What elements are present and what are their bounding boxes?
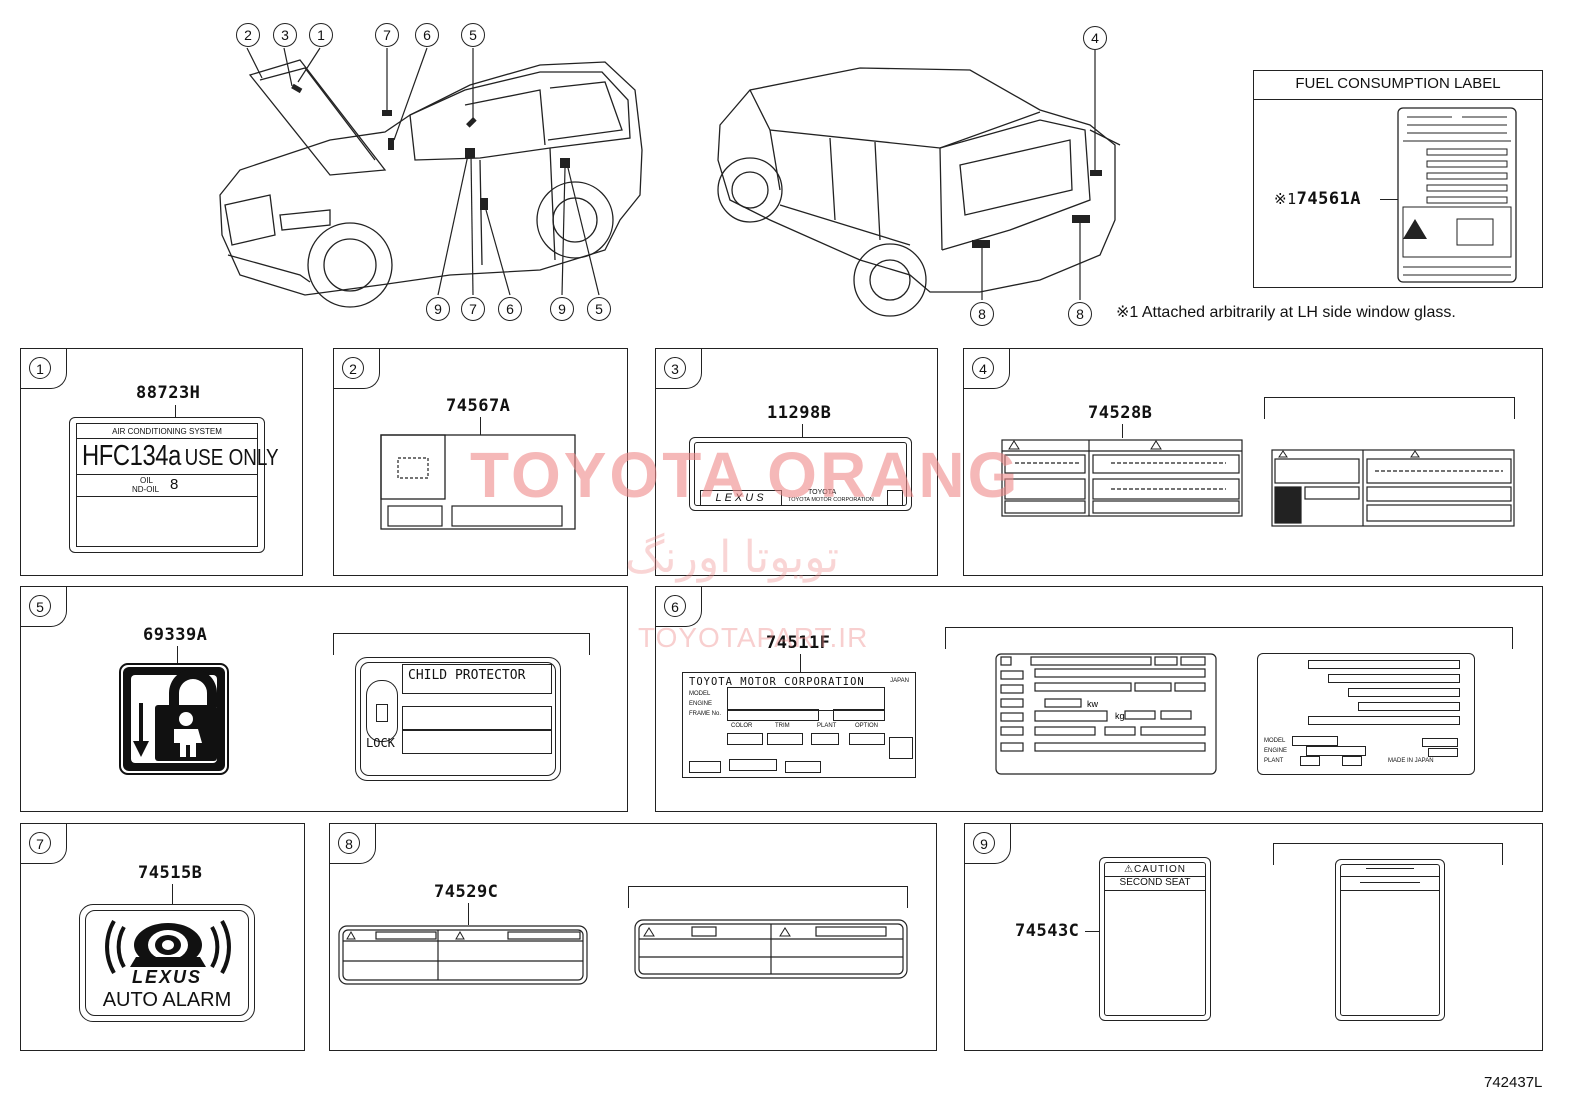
panel-2: 2 74567A bbox=[333, 348, 628, 576]
lexus-label-toyota: TOYOTA bbox=[808, 489, 837, 496]
label-74529c-graphic bbox=[338, 925, 588, 985]
callout-7: 7 bbox=[375, 23, 399, 47]
vin-tmc-text: TOYOTA MOTOR CORPORATION bbox=[689, 676, 865, 688]
panel-7-number: 7 bbox=[29, 832, 51, 854]
vin-frame: FRAME No. bbox=[689, 711, 722, 717]
callout-3: 3 bbox=[273, 23, 297, 47]
panel-5-part-number: 69339A bbox=[143, 625, 208, 645]
callout-8-left: 8 bbox=[970, 302, 994, 326]
spec-kw-text: kw bbox=[1087, 699, 1099, 709]
panel-3-part-number: 11298B bbox=[767, 403, 832, 423]
second-seat-caution-label-jp bbox=[1335, 859, 1445, 1021]
rear-vehicle-illustration bbox=[717, 50, 1121, 317]
panel-6-part-number: 74511F bbox=[766, 633, 831, 653]
nd-oil-number: 8 bbox=[170, 476, 179, 493]
model-plate-plant: PLANT bbox=[1264, 758, 1284, 764]
nd-oil-text: ND-OIL bbox=[132, 485, 160, 494]
callout-5: 5 bbox=[461, 23, 485, 47]
alarm-lexus-text: LEXUS bbox=[131, 967, 202, 987]
spec-kg-text: kg bbox=[1115, 711, 1125, 721]
panel-8-number: 8 bbox=[338, 832, 360, 854]
panel-8-part-number: 74529C bbox=[434, 882, 499, 902]
figure-id: 742437L bbox=[1484, 1074, 1543, 1091]
panel-5: 5 69339A CHILD PROTECTOR LOCK bbox=[20, 586, 628, 812]
model-plate-model: MODEL bbox=[1264, 738, 1286, 744]
callout-9-bottom: 9 bbox=[426, 297, 450, 321]
panel-2-number: 2 bbox=[342, 357, 364, 379]
hfc-text: HFC134a USE ONLY bbox=[82, 440, 279, 472]
panel-1-part-number: 88723H bbox=[136, 383, 201, 403]
vin-option: OPTION bbox=[855, 723, 879, 729]
lock-text: LOCK bbox=[366, 736, 395, 750]
lexus-label-tmc: TOYOTA MOTOR CORPORATION bbox=[788, 497, 874, 503]
callout-8-right: 8 bbox=[1068, 302, 1092, 326]
made-in-japan-text: MADE IN JAPAN bbox=[1388, 758, 1434, 764]
auto-alarm-text: AUTO ALARM bbox=[102, 989, 232, 1011]
label-74528b-alt-graphic bbox=[1271, 449, 1515, 527]
panel-4: 4 74528B bbox=[963, 348, 1543, 576]
fuel-label-mark: ※1 bbox=[1274, 190, 1297, 208]
footnote: ※1 Attached arbitrarily at LH side windo… bbox=[1116, 304, 1456, 321]
panel-4-part-number: 74528B bbox=[1088, 403, 1153, 423]
panel-1: 1 88723H AIR CONDITIONING SYSTEM HFC134a… bbox=[20, 348, 303, 576]
panel-5-number: 5 bbox=[29, 595, 51, 617]
label-74528b-graphic bbox=[1001, 439, 1243, 517]
child-protector-text: CHILD PROTECTOR bbox=[408, 668, 526, 683]
fuel-label-graphic bbox=[1397, 107, 1517, 283]
callout-7-bottom: 7 bbox=[461, 297, 485, 321]
panel-3: 3 11298B LEXUS TOYOTA TOYOTA MOTOR CORPO… bbox=[655, 348, 938, 576]
lexus-label-brand: LEXUS bbox=[700, 490, 782, 506]
panel-6-number: 6 bbox=[664, 595, 686, 617]
vin-model: MODEL bbox=[689, 691, 711, 697]
lexus-label: LEXUS TOYOTA TOYOTA MOTOR CORPORATION bbox=[689, 437, 912, 511]
label-74567a-graphic bbox=[380, 434, 576, 530]
fuel-consumption-title: FUEL CONSUMPTION LABEL bbox=[1295, 75, 1501, 92]
callout-6: 6 bbox=[415, 23, 439, 47]
label-74529c-alt-graphic bbox=[634, 919, 908, 979]
panel-7: 7 74515B LEXUS AUTO ALARM bbox=[20, 823, 305, 1051]
panel-6: 6 74511F TOYOTA MOTOR CORPORATION JAPAN … bbox=[655, 586, 1543, 812]
callout-1: 1 bbox=[309, 23, 333, 47]
panel-9-part-number: 74543C bbox=[1015, 921, 1080, 941]
vin-plant: PLANT bbox=[817, 723, 837, 729]
vin-engine: ENGINE bbox=[689, 701, 713, 707]
watermark-url: TOYOTAPART.IR bbox=[638, 622, 869, 653]
ac-system-text: AIR CONDITIONING SYSTEM bbox=[112, 427, 222, 436]
callout-2: 2 bbox=[236, 23, 260, 47]
second-seat-caution-label: ⚠CAUTION SECOND SEAT bbox=[1099, 857, 1211, 1021]
vin-color: COLOR bbox=[731, 723, 753, 729]
oil-text: OIL bbox=[140, 476, 153, 485]
model-plate-engine: ENGINE bbox=[1264, 748, 1288, 754]
watermark-main: TOYOTA ORANG bbox=[470, 439, 1021, 511]
child-protector-label: CHILD PROTECTOR LOCK bbox=[355, 657, 561, 781]
panel-1-number: 1 bbox=[29, 357, 51, 379]
front-vehicle-illustration bbox=[219, 47, 643, 308]
fuel-consumption-panel: FUEL CONSUMPTION LABEL ※174561A bbox=[1253, 70, 1543, 288]
panel-4-number: 4 bbox=[972, 357, 994, 379]
auto-alarm-label: LEXUS AUTO ALARM bbox=[79, 904, 255, 1022]
callout-5-bottom: 5 bbox=[587, 297, 611, 321]
callout-9-bottom-2: 9 bbox=[550, 297, 574, 321]
vin-trim: TRIM bbox=[775, 723, 790, 729]
ac-label: AIR CONDITIONING SYSTEM HFC134a USE ONLY… bbox=[69, 417, 279, 553]
vin-plate: TOYOTA MOTOR CORPORATION JAPAN MODEL ENG… bbox=[682, 672, 916, 778]
child-lock-icon bbox=[119, 663, 229, 775]
second-seat-text: SECOND SEAT bbox=[1119, 877, 1191, 888]
panel-9-number: 9 bbox=[973, 832, 995, 854]
spec-plate-graphic: kw kg bbox=[995, 653, 1217, 775]
panel-7-part-number: 74515B bbox=[138, 863, 203, 883]
fuel-label-part-number: 74561A bbox=[1296, 189, 1362, 209]
watermark-persian: تویوتا اورنگ bbox=[625, 533, 840, 582]
panel-8: 8 74529C bbox=[329, 823, 937, 1051]
model-plate: MODEL ENGINE PLANT MADE IN JAPAN bbox=[1257, 653, 1475, 775]
panel-2-part-number: 74567A bbox=[446, 396, 511, 416]
callout-4: 4 bbox=[1083, 26, 1107, 50]
vin-japan-text: JAPAN bbox=[890, 678, 909, 684]
caution-text: ⚠CAUTION bbox=[1124, 864, 1186, 875]
alarm-icon bbox=[105, 920, 231, 974]
panel-9: 9 74543C ⚠CAUTION SECOND SEAT bbox=[964, 823, 1543, 1051]
callout-6-bottom: 6 bbox=[498, 297, 522, 321]
panel-3-number: 3 bbox=[664, 357, 686, 379]
